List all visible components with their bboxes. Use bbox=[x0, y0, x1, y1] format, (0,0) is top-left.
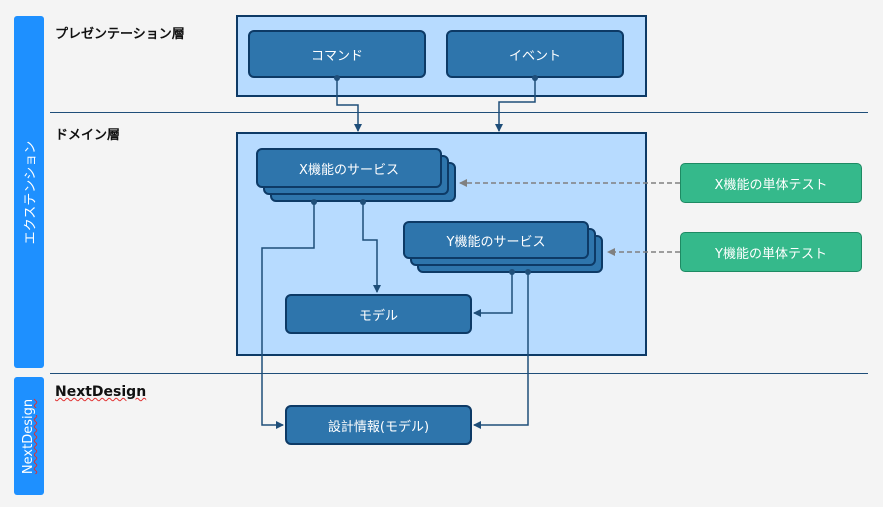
model-node[interactable]: モデル bbox=[285, 294, 472, 334]
presentation-layer-title: プレゼンテーション層 bbox=[55, 27, 185, 42]
domain-layer-title: ドメイン層 bbox=[55, 128, 121, 143]
extension-sidebar: エクステンション bbox=[14, 16, 44, 368]
nextdesign-sidebar: NextDesign bbox=[14, 377, 44, 495]
x-unit-test-node[interactable]: X機能の単体テスト bbox=[680, 163, 862, 203]
x-service-label: X機能のサービス bbox=[299, 162, 399, 178]
command-node[interactable]: コマンド bbox=[248, 30, 426, 78]
event-label: イベント bbox=[508, 48, 561, 64]
nextdesign-sidebar-label: NextDesign bbox=[21, 398, 37, 474]
separator-presentation-domain bbox=[50, 112, 868, 113]
design-info-node[interactable]: 設計情報(モデル) bbox=[285, 405, 472, 445]
x-service-node[interactable]: X機能のサービス bbox=[256, 148, 442, 188]
y-unit-test-label: Y機能の単体テスト bbox=[715, 246, 827, 262]
separator-domain-nextdesign bbox=[50, 373, 868, 374]
y-service-node[interactable]: Y機能のサービス bbox=[403, 221, 589, 259]
design-info-label: 設計情報(モデル) bbox=[327, 419, 430, 435]
event-node[interactable]: イベント bbox=[446, 30, 624, 78]
x-unit-test-label: X機能の単体テスト bbox=[714, 177, 828, 193]
command-label: コマンド bbox=[310, 48, 363, 64]
extension-sidebar-label: エクステンション bbox=[23, 140, 39, 244]
model-label: モデル bbox=[358, 308, 398, 324]
nextdesign-layer-title: NextDesign bbox=[55, 384, 147, 400]
y-unit-test-node[interactable]: Y機能の単体テスト bbox=[680, 232, 862, 272]
y-service-label: Y機能のサービス bbox=[446, 234, 546, 250]
